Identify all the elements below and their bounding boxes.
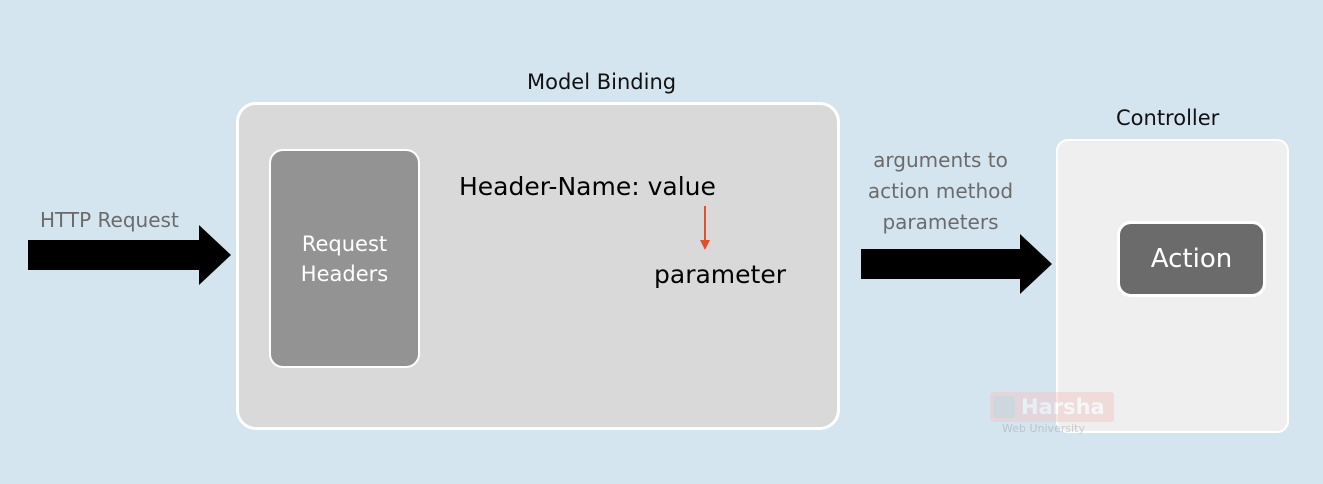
- request-headers-box: Request Headers: [269, 149, 420, 368]
- request-headers-line1: Request: [301, 231, 388, 256]
- http-request-label: HTTP Request: [40, 208, 179, 232]
- request-headers-line2: Headers: [300, 261, 389, 286]
- arguments-line3: parameters: [882, 210, 999, 234]
- header-expression: Header-Name: value: [459, 172, 716, 201]
- binding-arrow: [700, 206, 710, 250]
- cube-icon: [993, 396, 1015, 418]
- parameter-label: parameter: [654, 260, 786, 289]
- arguments-arrow: [861, 234, 1052, 294]
- action-box: Action: [1117, 221, 1266, 297]
- watermark-subtitle: Web University: [1002, 422, 1085, 435]
- watermark-logo: Harsha Web University: [990, 392, 1116, 436]
- action-label: Action: [1150, 244, 1233, 274]
- arguments-line1: arguments to: [873, 148, 1008, 172]
- arguments-line2: action method: [867, 179, 1014, 203]
- model-binding-title: Model Binding: [527, 70, 677, 94]
- controller-title: Controller: [1116, 106, 1220, 130]
- http-request-arrow: [28, 225, 231, 285]
- arguments-label: arguments to action method parameters: [858, 145, 1023, 238]
- watermark-badge: Harsha: [990, 392, 1114, 422]
- watermark-name: Harsha: [1021, 395, 1105, 419]
